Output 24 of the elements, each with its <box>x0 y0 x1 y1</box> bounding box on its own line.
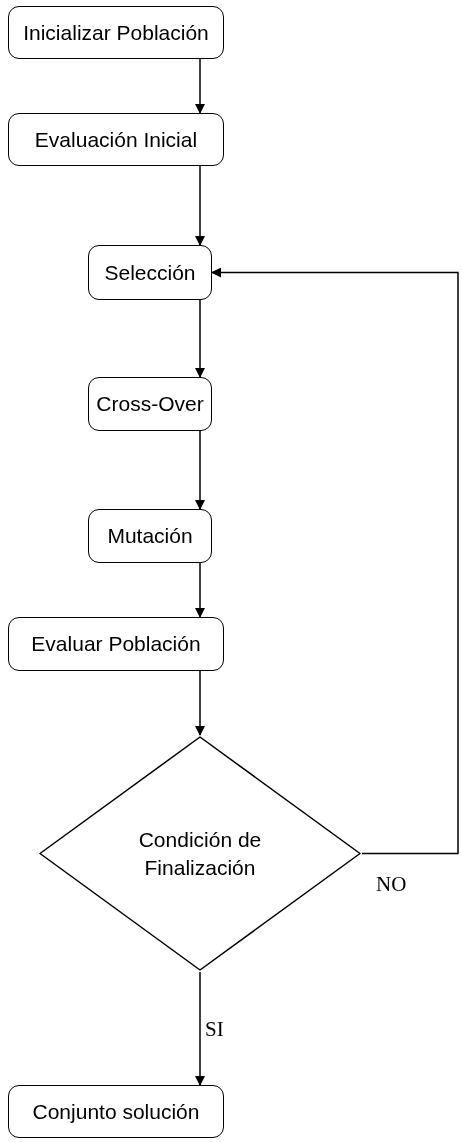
process-box <box>88 377 212 431</box>
arrow <box>211 267 459 855</box>
decision-diamond <box>38 735 362 972</box>
process-label: Cross-Over <box>96 392 204 416</box>
arrow <box>195 165 205 246</box>
arrow <box>195 971 205 1086</box>
arrow <box>195 562 205 618</box>
process-box <box>8 6 224 59</box>
process-label: Inicializar Población <box>23 20 209 45</box>
decision-label: Condición de Finalización <box>137 827 263 881</box>
process-box <box>8 617 224 671</box>
process-label: Conjunto solución <box>32 1099 200 1124</box>
arrow <box>195 299 205 378</box>
arrow <box>195 430 205 510</box>
process-label: Selección <box>104 260 196 285</box>
process-label: Evaluar Población <box>31 632 201 656</box>
process-label: Evaluación Inicial <box>34 127 198 152</box>
arrow <box>195 670 205 736</box>
process-box <box>88 509 212 563</box>
arrow <box>195 58 205 114</box>
process-box <box>8 1085 224 1138</box>
process-box <box>8 113 224 166</box>
process-box <box>88 245 212 300</box>
process-label: Mutación <box>107 524 193 548</box>
